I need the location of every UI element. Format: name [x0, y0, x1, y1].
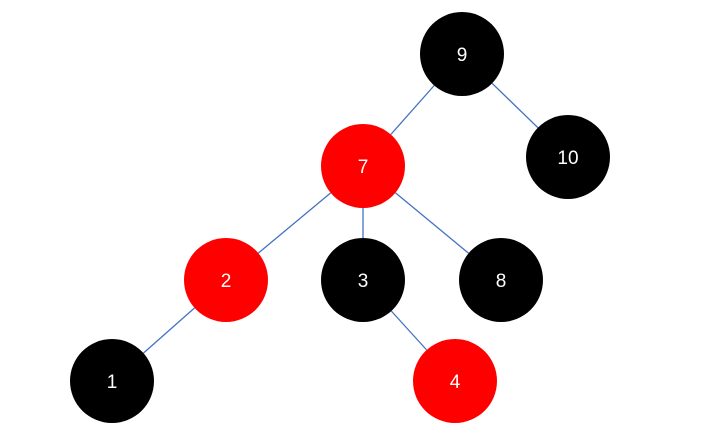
tree-node-n2: 2 — [184, 238, 268, 322]
node-label: 2 — [221, 271, 232, 292]
node-label: 1 — [107, 372, 118, 393]
node-label: 8 — [496, 271, 507, 292]
edge-n9-n10 — [491, 82, 539, 129]
tree-node-n1: 1 — [70, 339, 154, 423]
tree-node-n10: 10 — [526, 115, 610, 199]
node-label: 4 — [450, 372, 461, 393]
node-circle — [184, 238, 268, 322]
edge-layer — [142, 82, 539, 354]
node-label: 10 — [557, 148, 578, 169]
edge-n3-n4 — [390, 310, 428, 351]
node-circle — [459, 238, 543, 322]
node-circle — [70, 339, 154, 423]
tree-node-n3: 3 — [321, 238, 405, 322]
tree-node-n8: 8 — [459, 238, 543, 322]
node-layer: 9 7 10 2 3 8 1 4 — [70, 12, 610, 423]
tree-node-n9: 9 — [420, 12, 504, 96]
node-circle — [420, 12, 504, 96]
node-label: 9 — [457, 45, 468, 66]
node-circle — [413, 339, 497, 423]
edge-n7-n8 — [394, 192, 470, 254]
node-circle — [321, 124, 405, 208]
node-circle — [526, 115, 610, 199]
node-label: 7 — [358, 157, 369, 178]
tree-node-n4: 4 — [413, 339, 497, 423]
edge-n7-n2 — [257, 192, 332, 254]
node-circle — [321, 238, 405, 322]
tree-node-n7: 7 — [321, 124, 405, 208]
node-label: 3 — [358, 271, 369, 292]
edge-n9-n7 — [390, 85, 435, 135]
edge-n2-n1 — [142, 307, 196, 354]
